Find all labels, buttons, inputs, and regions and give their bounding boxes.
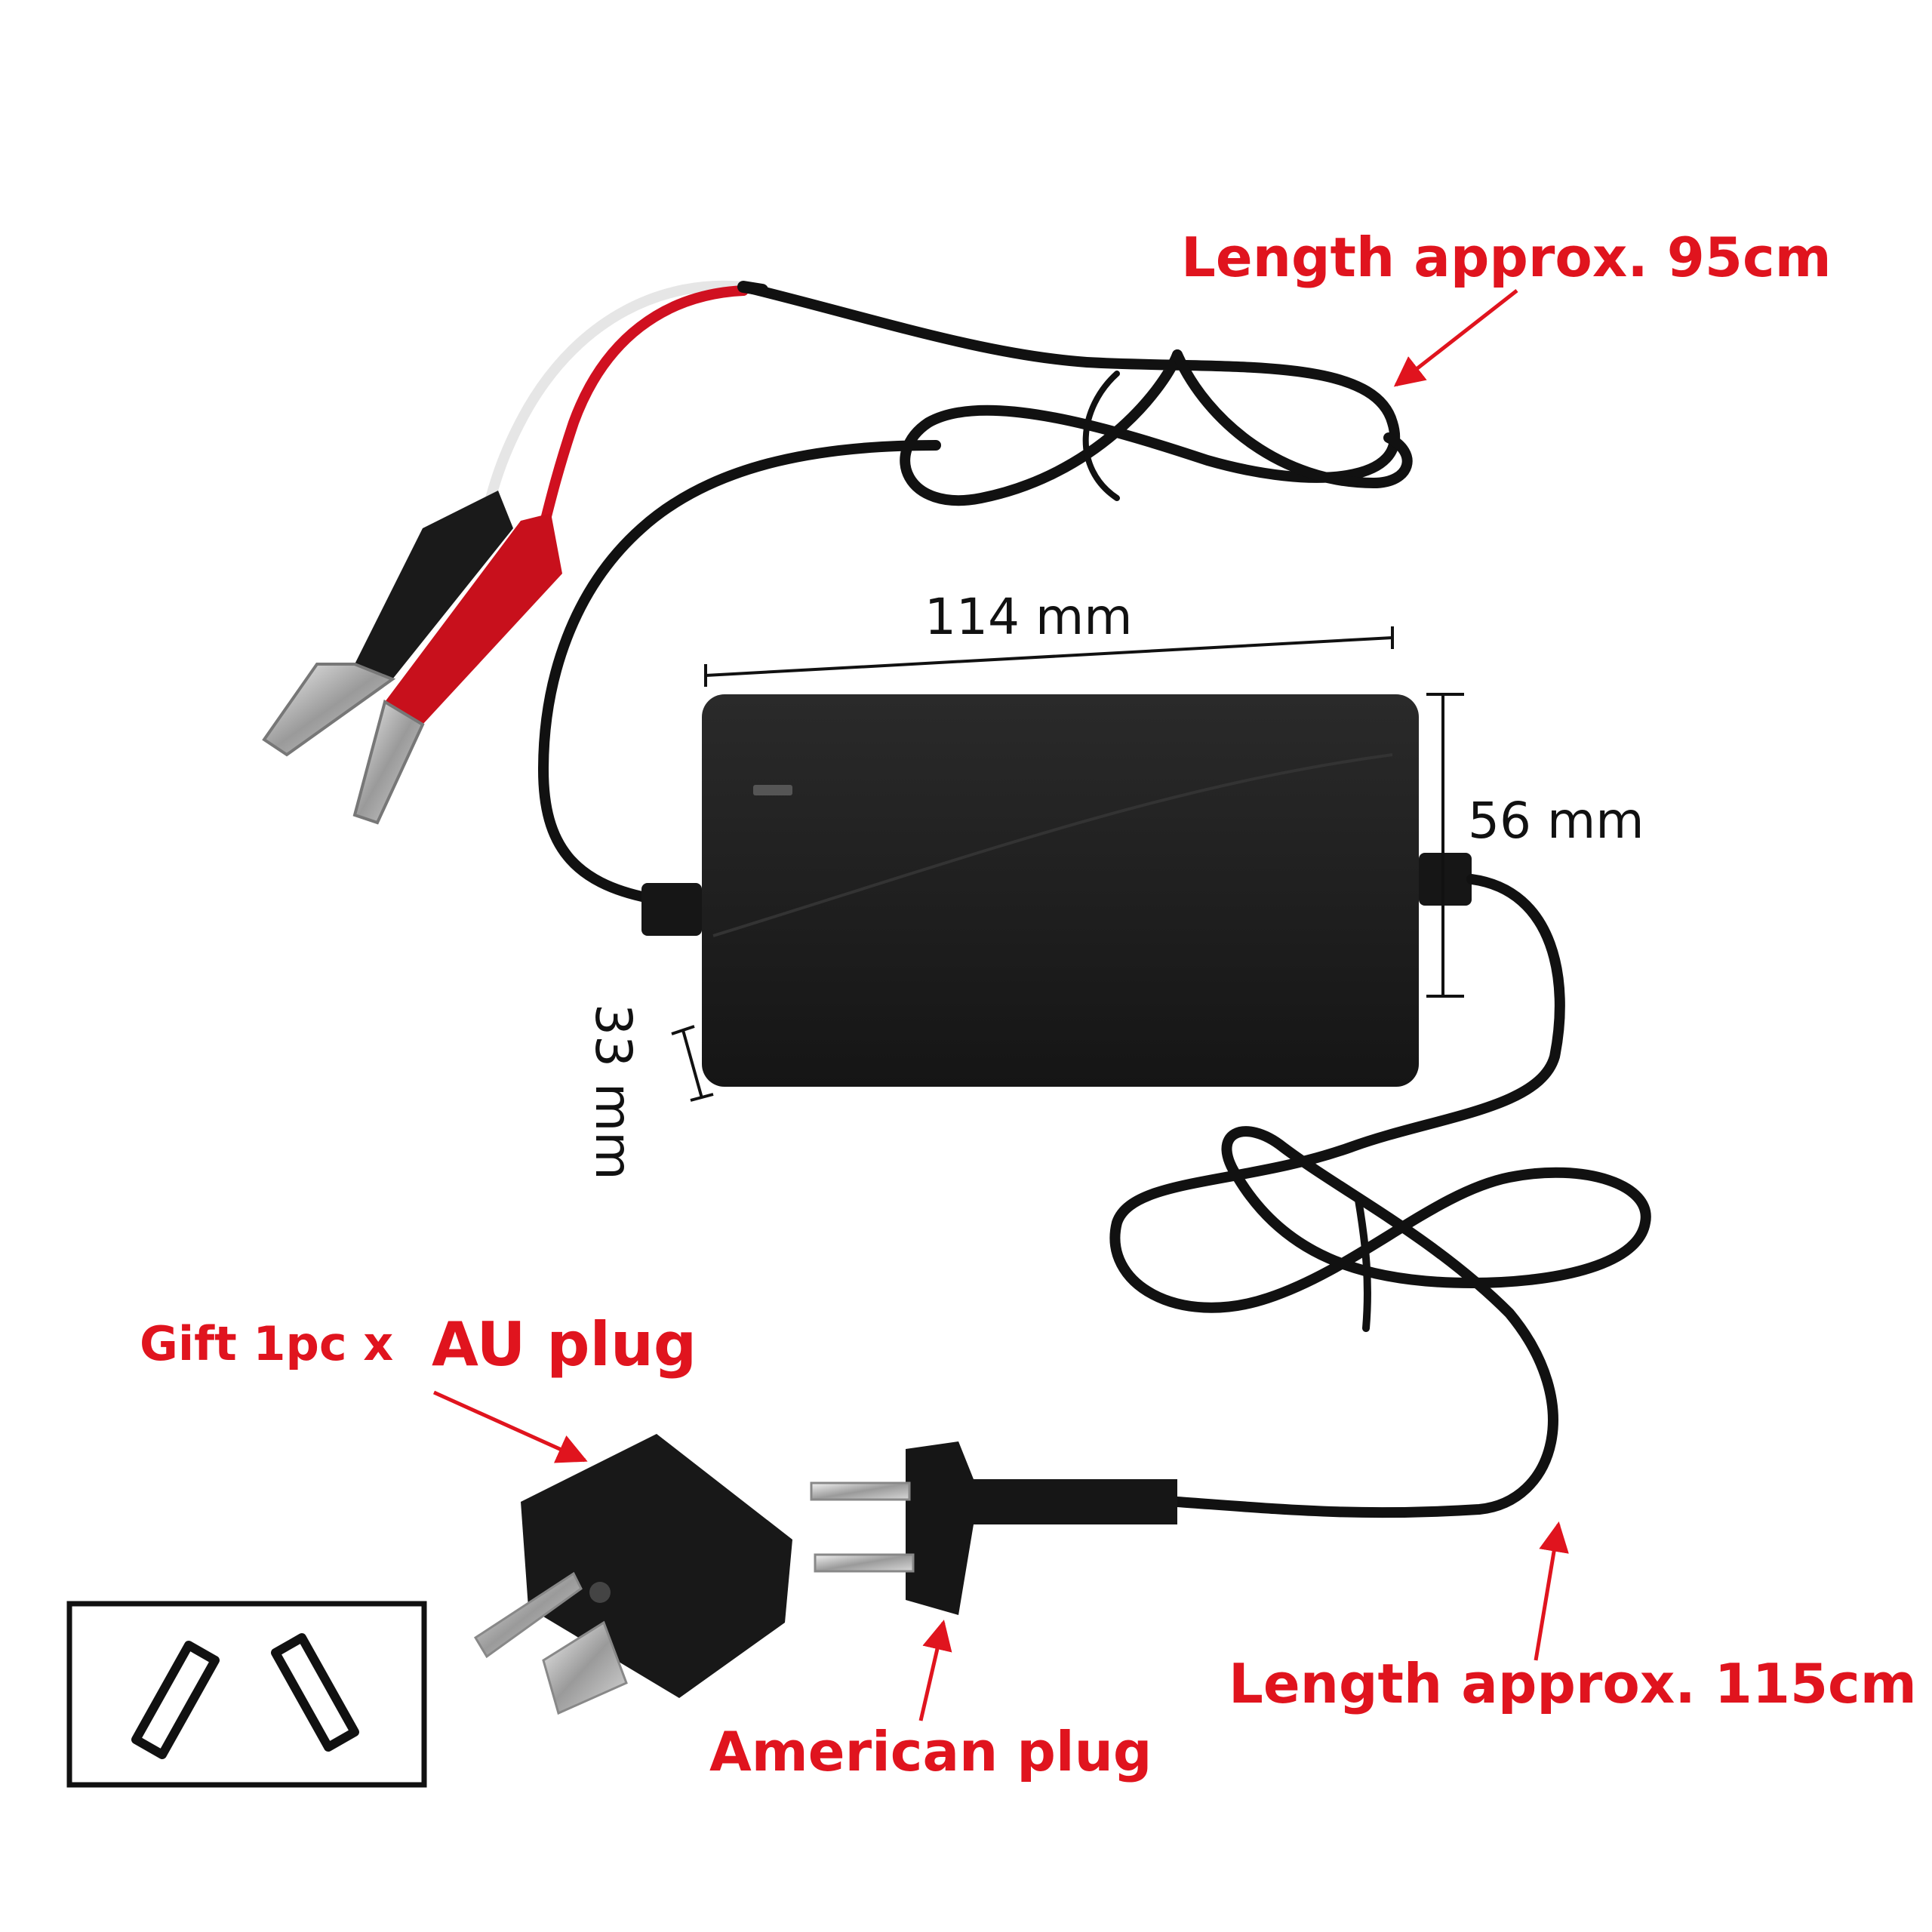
arrow-american-plug <box>918 1620 952 1721</box>
dimension-lines <box>671 626 1464 1102</box>
depth-dimension-label: 33 mm <box>584 1004 642 1180</box>
width-dimension-line <box>705 636 1393 677</box>
bottom-cable-length-label: Length approx. 115cm <box>1229 1652 1917 1715</box>
arrow-bottom-cable <box>1534 1521 1569 1661</box>
width-dimension-label: 114 mm <box>924 588 1133 646</box>
top-cable <box>537 281 1413 903</box>
american-plug <box>810 1441 1177 1615</box>
american-plug-label: American plug <box>709 1720 1152 1783</box>
black-clip <box>262 491 513 757</box>
red-clip <box>352 513 562 825</box>
gift-prefix-label: Gift 1pc x <box>140 1316 394 1371</box>
depth-dimension-line <box>681 1029 703 1099</box>
annotation-arrows <box>432 289 1569 1721</box>
arrow-au-plug <box>432 1390 588 1463</box>
height-dimension-label: 56 mm <box>1468 792 1644 850</box>
au-adapter <box>473 1434 792 1715</box>
adapter-body <box>641 694 1472 1087</box>
led-indicator <box>753 785 792 795</box>
au-socket-diagram <box>66 1601 427 1788</box>
bottom-cable <box>1109 874 1651 1518</box>
top-cable-length-label: Length approx. 95cm <box>1181 226 1832 289</box>
clip-wires <box>478 280 768 534</box>
au-plug-label: AU plug <box>432 1309 697 1380</box>
arrow-top-cable <box>1393 289 1518 387</box>
